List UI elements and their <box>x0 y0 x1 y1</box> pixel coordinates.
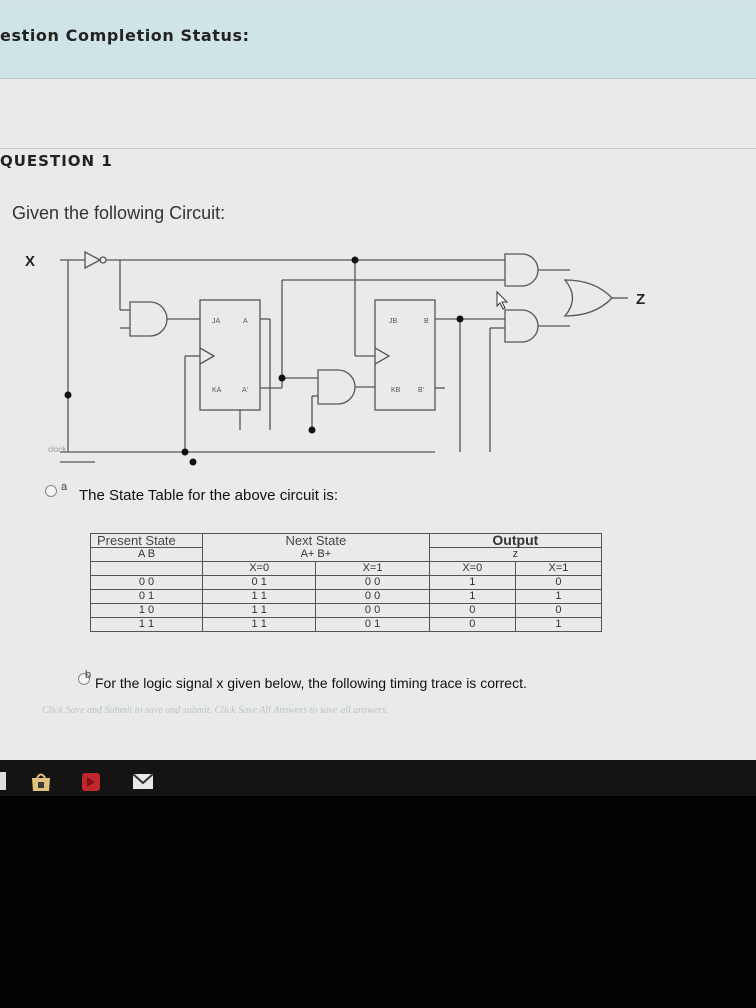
ff-b-j-label: JB <box>389 318 398 325</box>
output-cell: 1 <box>428 589 516 604</box>
taskbar <box>0 760 756 796</box>
next-cell: 0 0 <box>315 603 430 618</box>
next-state-sub: A+ B+ <box>202 547 430 562</box>
mouse-cursor-icon <box>496 290 509 310</box>
col-x1-out: X=1 <box>514 561 603 576</box>
next-cell: 1 1 <box>201 617 317 632</box>
col-x0-next: X=0 <box>201 561 316 576</box>
taskbar-edge-icon <box>0 772 6 790</box>
output-z-label: Z <box>636 291 645 308</box>
option-a-letter: a <box>61 481 68 493</box>
ff-b-qn-label: B' <box>418 387 424 394</box>
ff-a-qn-label: A' <box>242 387 248 394</box>
input-x-label: X <box>25 253 35 270</box>
option-b-letter: b <box>85 669 92 681</box>
option-b-radio[interactable] <box>78 673 90 685</box>
state-table: Present State Next State Output A B A+ B… <box>90 533 610 665</box>
mail-icon[interactable] <box>132 772 154 792</box>
ff-a-q-label: A <box>243 318 248 325</box>
output-cell: 0 <box>514 603 603 618</box>
store-icon[interactable] <box>30 772 52 792</box>
output-sub: z <box>428 547 603 562</box>
next-cell: 1 1 <box>201 603 317 618</box>
output-cell: 1 <box>514 589 603 604</box>
clock-label: clock <box>48 445 67 454</box>
table-row: 1 0 1 1 0 0 0 0 <box>90 603 603 618</box>
table-row: 0 1 1 1 0 0 1 1 <box>90 589 603 604</box>
table-row: 1 1 1 1 0 1 0 1 <box>90 617 603 632</box>
output-cell: 0 <box>428 617 516 632</box>
save-instructions: Click Save and Submit to save and submit… <box>42 705 389 716</box>
output-cell: 0 <box>428 603 516 618</box>
question-heading: QUESTION 1 <box>0 152 113 170</box>
col-x0-out: X=0 <box>428 561 516 576</box>
circuit-diagram: X Z clock JA A KA A' JB B KB B' <box>25 250 645 466</box>
output-cell: 1 <box>428 575 516 590</box>
col-x1-next: X=1 <box>315 561 430 576</box>
ff-b-k-label: KB <box>391 387 401 394</box>
present-cell: 1 0 <box>90 603 203 618</box>
output-header: Output <box>428 533 603 548</box>
option-a-radio[interactable] <box>45 485 57 497</box>
completion-status-bar: estion Completion Status: <box>0 0 756 79</box>
divider <box>0 6 756 7</box>
browser-viewport: estion Completion Status: QUESTION 1 Giv… <box>0 0 756 760</box>
table-row: 0 0 0 1 0 0 1 0 <box>90 575 603 590</box>
next-cell: 1 1 <box>201 589 317 604</box>
present-cell: 1 1 <box>90 617 203 632</box>
output-cell: 1 <box>514 617 603 632</box>
option-a-text: The State Table for the above circuit is… <box>79 487 339 504</box>
next-cell: 0 1 <box>315 617 430 632</box>
ff-b-q-label: B <box>424 318 429 325</box>
app-icon[interactable] <box>80 772 102 792</box>
present-cell: 0 1 <box>90 589 203 604</box>
ff-a-k-label: KA <box>212 387 222 394</box>
present-state-sub: A B <box>90 547 203 562</box>
divider <box>0 148 756 149</box>
ff-a-j-label: JA <box>212 318 221 325</box>
next-cell: 0 0 <box>315 575 430 590</box>
next-cell: 0 0 <box>315 589 430 604</box>
present-cell: 0 0 <box>90 575 203 590</box>
output-cell: 0 <box>514 575 603 590</box>
monitor-bezel <box>0 796 756 1008</box>
next-cell: 0 1 <box>201 575 317 590</box>
next-state-header: Next State <box>202 533 430 548</box>
present-state-header: Present State <box>90 533 203 548</box>
page-title: estion Completion Status: <box>0 26 250 45</box>
question-text: Given the following Circuit: <box>12 203 226 223</box>
option-b-text: For the logic signal x given below, the … <box>95 675 527 691</box>
